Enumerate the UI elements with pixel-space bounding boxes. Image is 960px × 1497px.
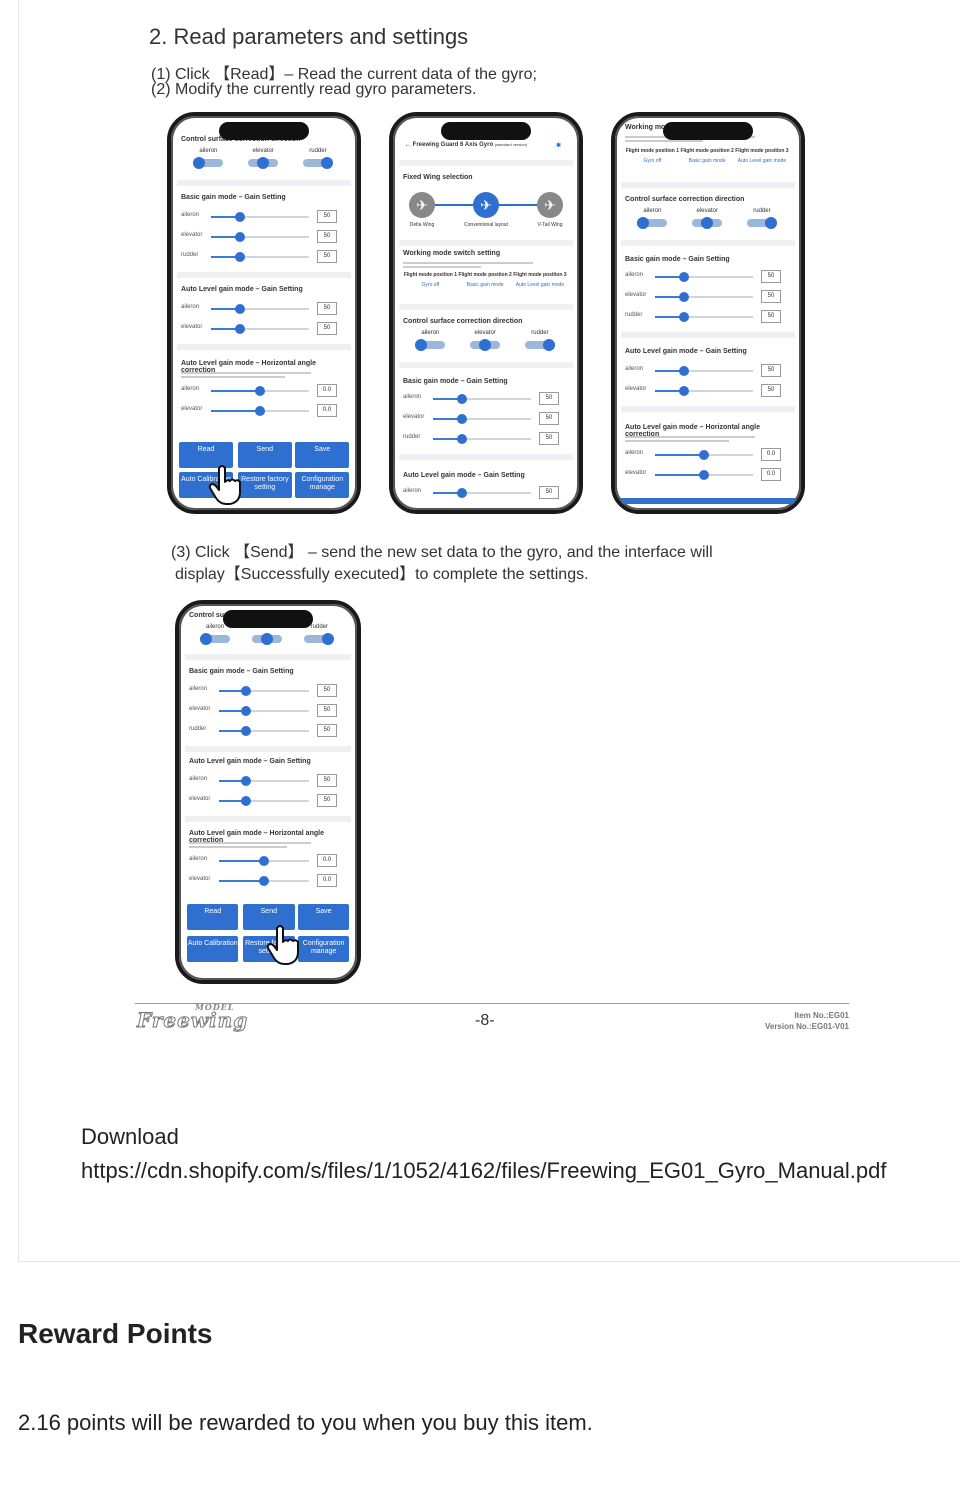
manual-heading: 2. Read parameters and settings [149,24,469,49]
pointing-hand-icon [208,465,241,505]
conventional-wing-icon[interactable]: ✈ [473,192,499,218]
app-title-bar: ← Freewing Guard 6 Axis Gyro (standard v… [405,142,561,149]
download-block: Download https://cdn.shopify.com/s/files… [81,1120,886,1188]
phone-notch [219,122,309,140]
v-tail-wing-icon[interactable]: ✈ [537,192,563,218]
delta-wing-icon[interactable]: ✈ [409,192,435,218]
pointing-hand-icon [266,925,299,965]
app-title: Freewing Guard 6 Axis Gyro [412,142,494,148]
bluetooth-icon[interactable]: ✱ [555,143,561,149]
reward-points-heading: Reward Points [18,1318,213,1349]
save-button[interactable]: Save [295,442,350,468]
page-number: -8- [475,1012,495,1029]
read-button[interactable]: Read [179,442,233,468]
phone-notch [223,610,313,628]
restore-factory-button[interactable]: Restore factory setting [237,472,292,498]
toggle-elevator[interactable] [248,157,279,169]
phone-notch [441,122,531,140]
phone-screen-settings: ← Freewing Guard 6 Axis Gyro (standard v… [389,112,583,514]
manual-page-image: 2. Read parameters and settings (1) Clic… [119,0,859,1060]
manual-step-3-line1: (3) Click 【Send】 – send the new set data… [171,544,713,561]
send-button[interactable]: Send [237,442,292,468]
product-description-panel: 2. Read parameters and settings (1) Clic… [18,0,960,1262]
section-basic-gain: Basic gain mode – Gain Setting [181,194,286,201]
phone-notch [663,122,753,140]
direction-row: aileron elevator rudder [181,148,347,172]
back-arrow-icon[interactable]: ← [405,142,411,148]
manual-step-3-line2: display【Successfully executed】to complet… [175,566,589,583]
section-fixed-wing: Fixed Wing selection [403,174,473,181]
phone-screen-read: Control surface correction direction ail… [167,112,361,514]
manual-step-1: (1) Click 【Read】– Read the current data … [151,66,537,83]
manual-footer-line [135,1003,849,1004]
item-version-info: Item No.:EG01 Version No.:EG01-V01 [764,1011,849,1031]
toggle-rudder[interactable] [302,157,333,169]
wing-selector: ✈ ✈ ✈ Delta Wing Conventional layout V-T… [403,192,569,236]
reward-points-text: 2.16 points will be rewarded to you when… [18,1410,593,1435]
section-working-mode-short: Working mode [625,124,674,131]
section-working-mode: Working mode switch setting [403,250,501,257]
section-angle-correction: Auto Level gain mode – Horizontal angle … [181,360,316,374]
download-label: Download [81,1124,179,1149]
action-buttons: Read Send Save Auto Calibration Restore … [177,442,351,504]
section-auto-level-gain: Auto Level gain mode – Gain Setting [181,286,303,293]
phone-screen-send: Control surface correction direction ail… [175,600,361,984]
configuration-manage-button[interactable]: Configuration manage [295,472,350,498]
toggle-aileron[interactable] [193,157,224,169]
manual-step-2: (2) Modify the currently read gyro param… [151,81,477,98]
download-link[interactable]: https://cdn.shopify.com/s/files/1/1052/4… [81,1158,887,1183]
